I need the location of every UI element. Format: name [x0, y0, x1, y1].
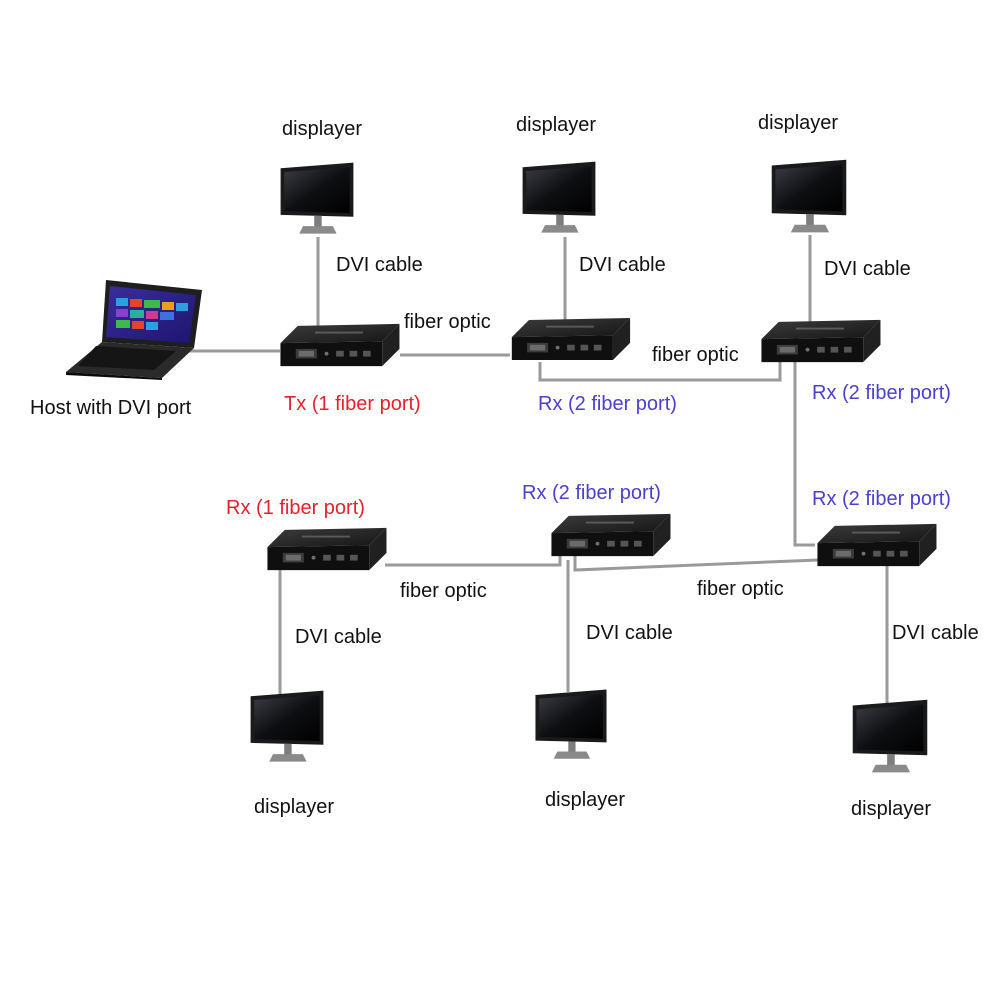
- extender-box-icon: [761, 319, 881, 363]
- monitor-icon: [771, 159, 847, 233]
- extender-box-icon: [817, 523, 937, 567]
- fiber-rx3-to-rx4: [793, 352, 815, 547]
- tx-label: Tx (1 fiber port): [284, 393, 421, 415]
- rx-label: Rx (2 fiber port): [538, 393, 677, 415]
- monitor-icon: [535, 689, 607, 759]
- monitor-icon: [280, 162, 354, 234]
- dvi-cable-label: DVI cable: [295, 626, 382, 648]
- rx-label: Rx (1 fiber port): [226, 497, 365, 519]
- monitor-icon: [250, 690, 324, 762]
- rx-label: Rx (2 fiber port): [812, 488, 951, 510]
- extender-box-icon: [511, 318, 631, 361]
- extender-box-icon: [551, 513, 671, 557]
- rx-label: Rx (2 fiber port): [812, 382, 951, 404]
- displayer-label: displayer: [545, 789, 625, 811]
- host-label: Host with DVI port: [30, 397, 192, 419]
- dvi-cable-label: DVI cable: [892, 622, 979, 644]
- fiber-optic-label: fiber optic: [400, 580, 487, 602]
- rx-label: Rx (2 fiber port): [522, 482, 661, 504]
- fiber-optic-label: fiber optic: [652, 344, 739, 366]
- fiber-optic-label: fiber optic: [404, 311, 491, 333]
- extender-box-icon: [267, 527, 387, 571]
- displayer-label: displayer: [254, 796, 334, 818]
- displayer-label: displayer: [282, 118, 362, 140]
- fiber-rx5-to-rx6: [385, 545, 562, 567]
- dvi-cable-label: DVI cable: [586, 622, 673, 644]
- dvi-cable-label: DVI cable: [336, 254, 423, 276]
- fiber-rx2-to-rx3: [538, 345, 782, 382]
- displayer-label: displayer: [758, 112, 838, 134]
- laptop-icon: [66, 280, 202, 380]
- cables: [186, 235, 889, 710]
- monitor-icon: [852, 699, 928, 773]
- monitor-icon: [522, 161, 596, 233]
- displayer-label: displayer: [851, 798, 931, 820]
- dvi-cable-label: DVI cable: [579, 254, 666, 276]
- displayer-label: displayer: [516, 114, 596, 136]
- extender-box-icon: [280, 323, 400, 367]
- dvi-cable-label: DVI cable: [824, 258, 911, 280]
- fiber-optic-label: fiber optic: [697, 578, 784, 600]
